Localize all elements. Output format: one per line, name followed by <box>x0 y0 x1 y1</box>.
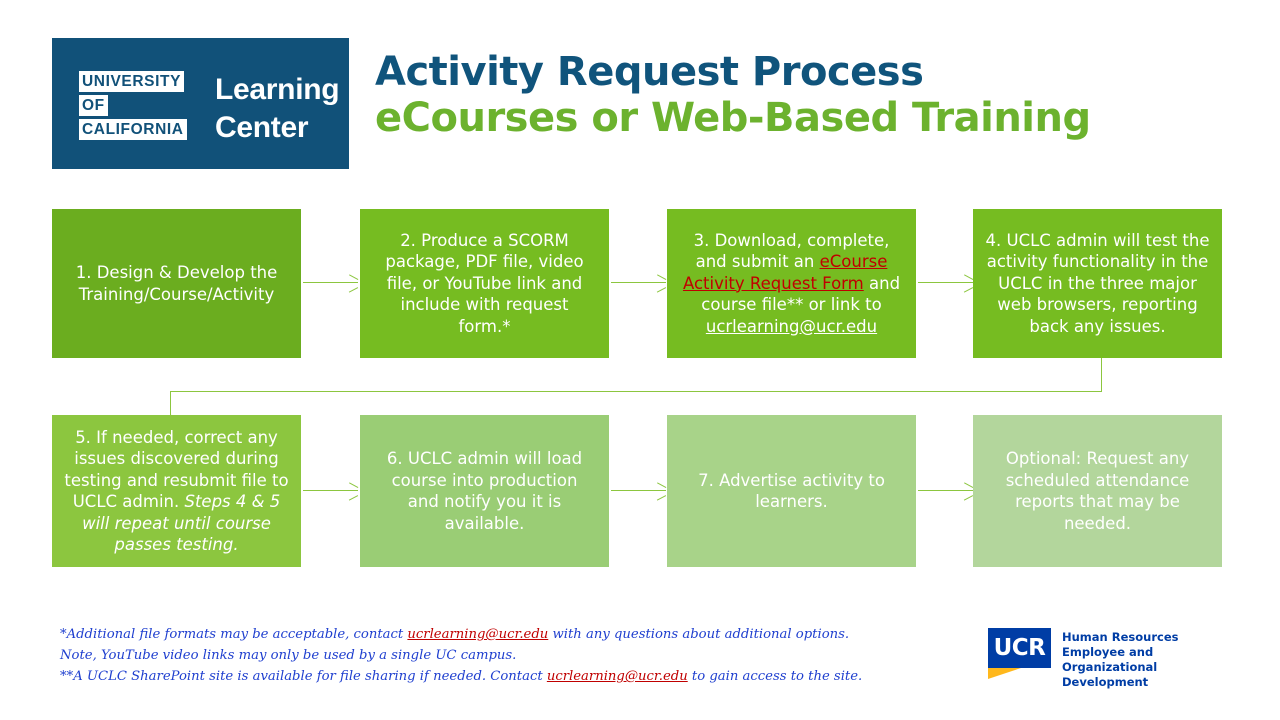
flow-step-optional-line-3: reports that may be <box>1015 492 1180 511</box>
page-title-line-1: Activity Request Process <box>375 49 924 95</box>
footnote-line-2: Note, YouTube video links may only be us… <box>60 648 517 663</box>
flow-step-6-line-1: 6. UCLC admin will load <box>386 449 583 468</box>
ucr-department-name: Human Resources Employee and Organizatio… <box>1062 630 1228 690</box>
flow-step-optional: Optional: Request any scheduled attendan… <box>973 415 1222 567</box>
flow-step-7: 7. Advertise activity to learners. <box>667 415 916 567</box>
flow-step-3: 3. Download, complete, and submit an eCo… <box>667 209 916 358</box>
flow-step-7-line-1: 7. Advertise activity to <box>698 470 885 490</box>
ucr-mark-text: UCR <box>993 634 1046 661</box>
flow-step-7-line-2: learners. <box>755 492 828 511</box>
flow-step-3-intro: 3. Download, complete, and submit an <box>693 230 890 272</box>
footnote-line-1: *Additional file formats may be acceptab… <box>60 624 940 645</box>
ecourse-activity-request-form-link[interactable]: eCourse Activity Request Form <box>682 252 888 293</box>
flow-step-6-line-4: available. <box>444 513 525 533</box>
footnote-1-text-b: with any questions about additional opti… <box>548 627 850 642</box>
ucr-dept-line-2: Employee and Organizational <box>1062 645 1158 674</box>
flow-step-2: 2. Produce a SCORM package, PDF file, vi… <box>360 209 609 358</box>
flow-step-optional-text: Optional: Request any scheduled attendan… <box>1006 448 1190 534</box>
ucr-gold-banner-icon <box>988 668 1021 679</box>
flow-step-6-line-2: course into production <box>391 470 578 490</box>
arrow-line <box>611 282 666 284</box>
flow-step-4-line-2: activity functionality in the <box>986 252 1209 272</box>
learning-center-line-2: Center <box>215 111 309 144</box>
arrow-step-2-to-3 <box>611 276 666 290</box>
flow-step-4-text: 4. UCLC admin will test the activity fun… <box>986 230 1210 338</box>
learning-center-brand: Learning Center <box>215 71 340 147</box>
footnote-3-text-a: **A UCLC SharePoint site is available fo… <box>60 669 547 684</box>
flow-step-7-text: 7. Advertise activity to learners. <box>698 470 885 513</box>
ucr-dept-line-1: Human Resources <box>1062 630 1179 644</box>
arrow-line <box>918 490 973 492</box>
footnote-1-text-a: *Additional file formats may be acceptab… <box>60 627 408 642</box>
footnote-line-3: **A UCLC SharePoint site is available fo… <box>60 666 940 687</box>
arrow-step-4-to-5-wrap <box>170 358 1102 416</box>
flow-step-optional-line-1: Optional: Request any <box>1005 449 1190 468</box>
ucrlearning-email-link-footnote-1[interactable]: ucrlearning@ucr.edu <box>407 627 549 642</box>
page-title: Activity Request Process eCourses or Web… <box>375 50 1255 142</box>
footnotes: *Additional file formats may be acceptab… <box>60 624 940 687</box>
flow-step-2-line-5: form.* <box>458 316 511 336</box>
uc-wordmark-line-2: OF <box>79 95 108 116</box>
flow-step-4-line-5: back any issues. <box>1029 316 1166 336</box>
flow-step-optional-line-2: scheduled attendance <box>1005 470 1190 490</box>
arrow-line <box>611 490 666 492</box>
flow-step-2-line-3: file, or YouTube link and <box>386 273 583 293</box>
flow-step-1: 1. Design & Develop the Training/Course/… <box>52 209 301 358</box>
wrap-vertical-right <box>1100 358 1102 392</box>
footnote-3-text-b: to gain access to the site. <box>687 669 863 684</box>
ucr-hr-logo: UCR Human Resources Employee and Organiz… <box>988 628 1228 689</box>
flow-step-5-text: 5. If needed, correct any issues discove… <box>62 427 291 556</box>
flow-step-4-line-1: 4. UCLC admin will test the <box>985 230 1210 250</box>
learning-center-line-1: Learning <box>215 73 340 106</box>
flow-step-3-text: 3. Download, complete, and submit an eCo… <box>677 230 906 338</box>
flow-step-5-normal: 5. If needed, correct any issues discove… <box>64 427 289 512</box>
arrow-step-1-to-2 <box>303 276 358 290</box>
flow-step-2-line-1: 2. Produce a SCORM <box>400 230 569 250</box>
uc-wordmark-line-1: UNIVERSITY <box>79 71 185 92</box>
flow-step-5-italic: Steps 4 & 5 will repeat until course pas… <box>82 492 281 554</box>
flow-step-6-line-3: and notify you it is <box>407 492 562 511</box>
uc-learning-center-logo: UNIVERSITY OF CALIFORNIA Learning Center <box>52 38 349 169</box>
ucr-mark: UCR <box>988 628 1051 668</box>
arrow-step-7-to-optional <box>918 484 973 498</box>
wrap-horizontal <box>170 391 1102 393</box>
flow-step-2-text: 2. Produce a SCORM package, PDF file, vi… <box>385 230 583 338</box>
flow-step-1-line-1: 1. Design & Develop the <box>75 263 278 282</box>
flow-step-4: 4. UCLC admin will test the activity fun… <box>973 209 1222 358</box>
flow-step-2-line-4: include with request <box>400 295 569 315</box>
arrow-line <box>918 282 973 284</box>
arrow-step-3-to-4 <box>918 276 973 290</box>
flow-step-optional-line-4: needed. <box>1063 513 1132 533</box>
arrow-line <box>303 490 358 492</box>
page-title-line-2: eCourses or Web-Based Training <box>375 95 1091 141</box>
flow-step-1-text: 1. Design & Develop the Training/Course/… <box>76 262 278 305</box>
flow-step-4-line-3: UCLC in the three major <box>998 273 1197 293</box>
flow-step-6: 6. UCLC admin will load course into prod… <box>360 415 609 567</box>
flow-step-2-line-2: package, PDF file, video <box>385 252 584 272</box>
uc-wordmark-line-3: CALIFORNIA <box>79 119 187 140</box>
flow-step-3-middle: and course file** or link to <box>701 273 901 315</box>
ucrlearning-email-link-footnote-3[interactable]: ucrlearning@ucr.edu <box>546 669 688 684</box>
slide-header: UNIVERSITY OF CALIFORNIA Learning Center… <box>0 0 1280 190</box>
flow-step-5: 5. If needed, correct any issues discove… <box>52 415 301 567</box>
arrow-step-5-to-6 <box>303 484 358 498</box>
university-of-california-wordmark: UNIVERSITY OF CALIFORNIA <box>79 71 201 143</box>
flow-step-4-line-4: web browsers, reporting <box>997 295 1198 315</box>
ucrlearning-email-link-step3[interactable]: ucrlearning@ucr.edu <box>705 316 878 336</box>
ucr-dept-line-3: Development <box>1062 675 1149 689</box>
arrow-line <box>303 282 358 284</box>
flow-step-6-text: 6. UCLC admin will load course into prod… <box>387 448 582 534</box>
flow-step-1-line-2: Training/Course/Activity <box>78 284 275 304</box>
arrow-head <box>165 401 177 415</box>
arrow-step-6-to-7 <box>611 484 666 498</box>
